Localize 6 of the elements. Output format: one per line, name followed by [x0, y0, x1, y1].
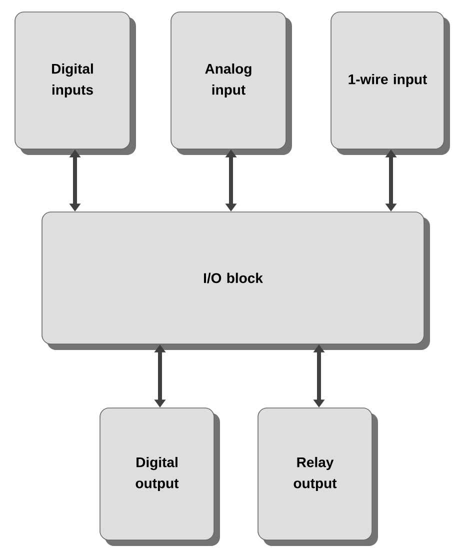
block-box: Analog input	[170, 12, 292, 155]
block-box: Digital inputs	[14, 12, 136, 155]
block-box: 1-wire input	[330, 12, 450, 155]
block-box: I/O block	[42, 212, 430, 350]
block-box: Digital output	[100, 408, 220, 546]
block-box: Relay output	[258, 408, 378, 546]
